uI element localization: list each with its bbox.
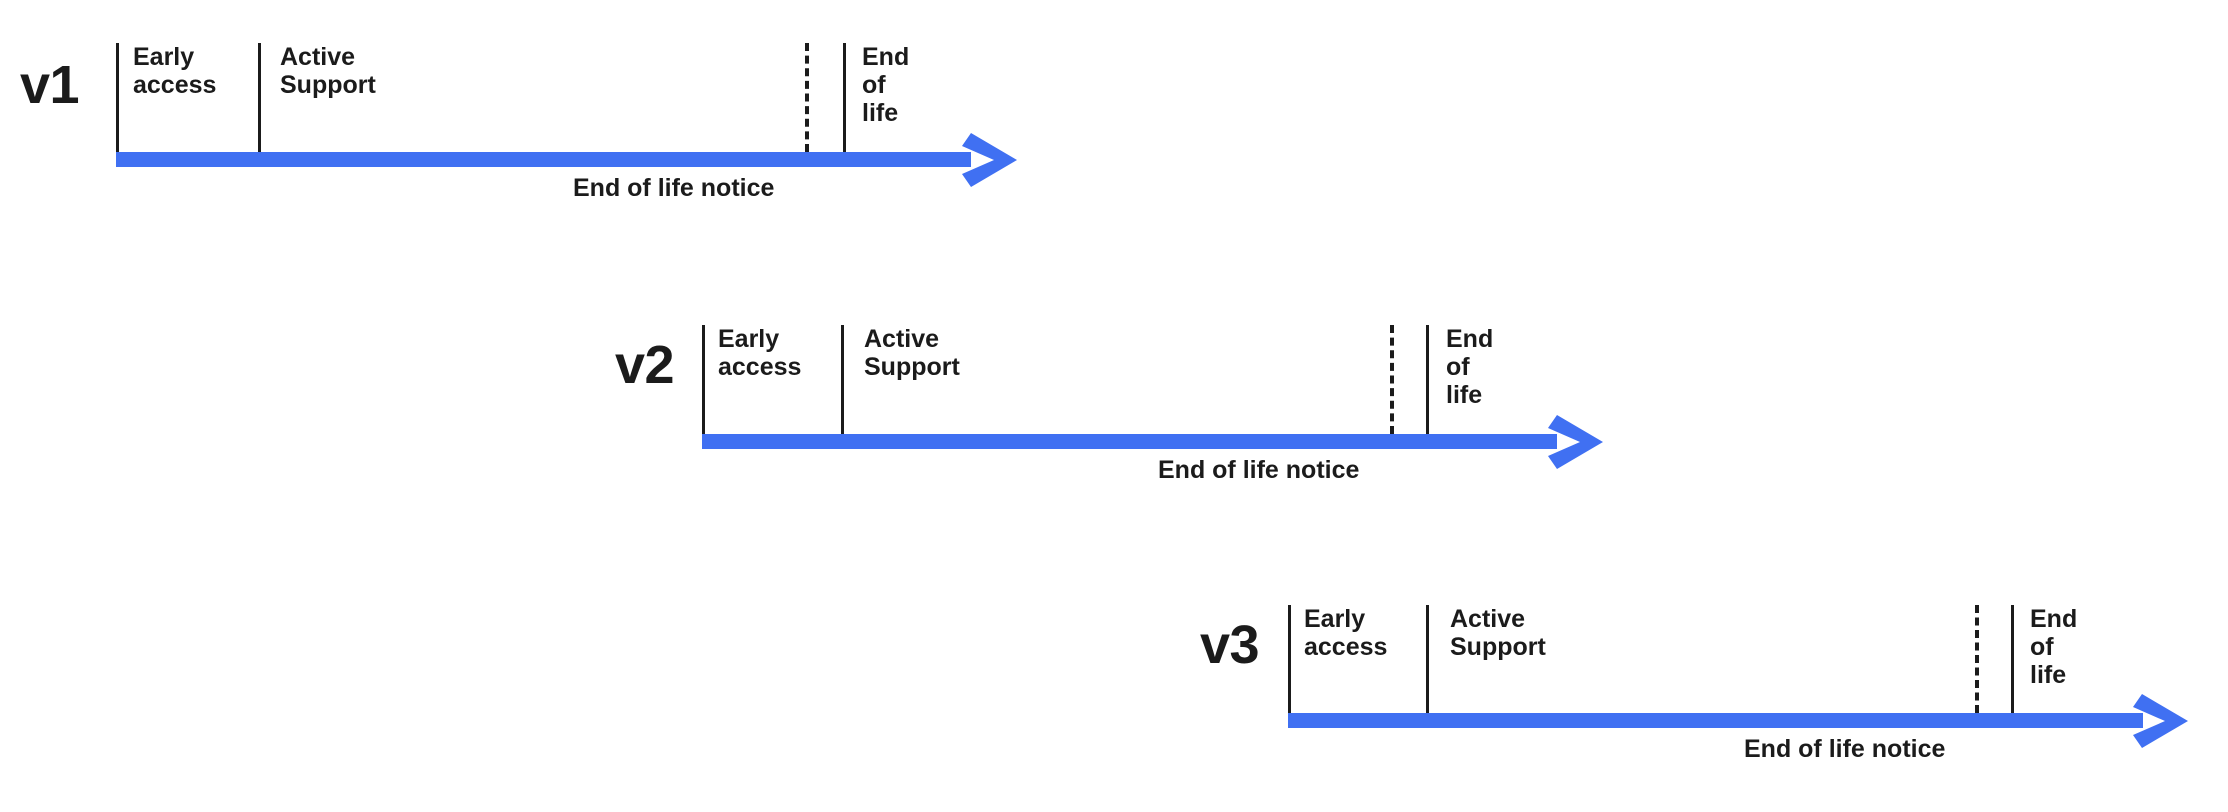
- version-label-v1: v1: [20, 55, 80, 115]
- version-label-v3: v3: [1200, 615, 1260, 675]
- phase-label-active-support: Active Support: [280, 43, 376, 99]
- phase-label-end-of-life: End of life: [862, 43, 910, 127]
- phase-divider-solid-0: [1288, 605, 1291, 713]
- timeline-bar-v1: [116, 152, 971, 167]
- version-label-v2: v2: [615, 335, 675, 395]
- bar-caption-v2: End of life notice: [1158, 456, 1360, 484]
- phase-divider-solid-1: [1426, 605, 1429, 713]
- arrow-head-icon-v2: [1547, 413, 1605, 471]
- phase-divider-dashed-2: [805, 43, 809, 152]
- timeline-bar-v3: [1288, 713, 2143, 728]
- phase-label-early-access: Early access: [718, 325, 802, 381]
- phase-divider-solid-3: [1426, 325, 1429, 434]
- phase-divider-solid-0: [702, 325, 705, 434]
- phase-divider-dashed-2: [1390, 325, 1394, 434]
- phase-label-end-of-life: End of life: [1446, 325, 1494, 409]
- phase-divider-dashed-2: [1975, 605, 1979, 713]
- bar-caption-v1: End of life notice: [573, 174, 775, 202]
- phase-divider-solid-3: [843, 43, 846, 152]
- phase-label-active-support: Active Support: [1450, 605, 1546, 661]
- arrow-head-icon-v3: [2132, 692, 2190, 750]
- phase-divider-solid-0: [116, 43, 119, 152]
- phase-divider-solid-3: [2011, 605, 2014, 713]
- timeline-bar-v2: [702, 434, 1557, 449]
- phase-label-early-access: Early access: [133, 43, 217, 99]
- phase-label-active-support: Active Support: [864, 325, 960, 381]
- phase-divider-solid-1: [258, 43, 261, 152]
- phase-divider-solid-1: [841, 325, 844, 434]
- phase-label-early-access: Early access: [1304, 605, 1388, 661]
- bar-caption-v3: End of life notice: [1744, 735, 1946, 763]
- arrow-head-icon-v1: [961, 131, 1019, 189]
- phase-label-end-of-life: End of life: [2030, 605, 2078, 689]
